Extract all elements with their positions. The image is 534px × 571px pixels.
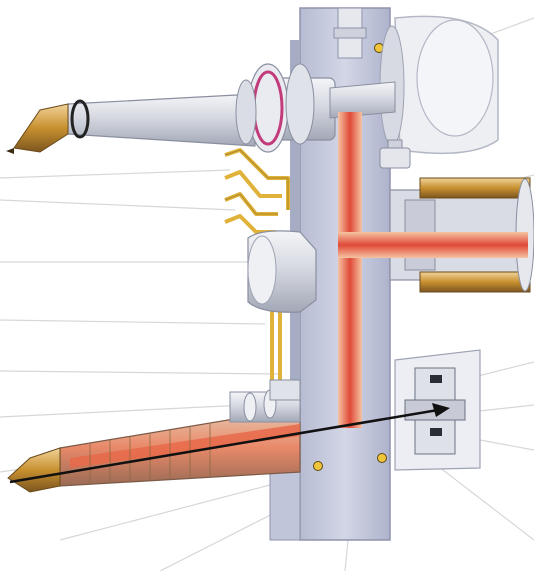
melt-channel-horizontal — [338, 232, 528, 258]
leader-lines — [0, 17, 534, 571]
inlet-assembly — [389, 177, 534, 293]
plate-fitting — [379, 139, 411, 169]
clamp-block — [247, 230, 317, 313]
lower-nozzle-assembly — [7, 379, 301, 493]
flow-arrow — [9, 403, 450, 484]
upper-nozzle-assembly — [6, 63, 396, 154]
melt-channel-vertical — [338, 112, 362, 428]
actuator-housing — [379, 15, 499, 155]
heater-wires-outline — [224, 149, 289, 215]
